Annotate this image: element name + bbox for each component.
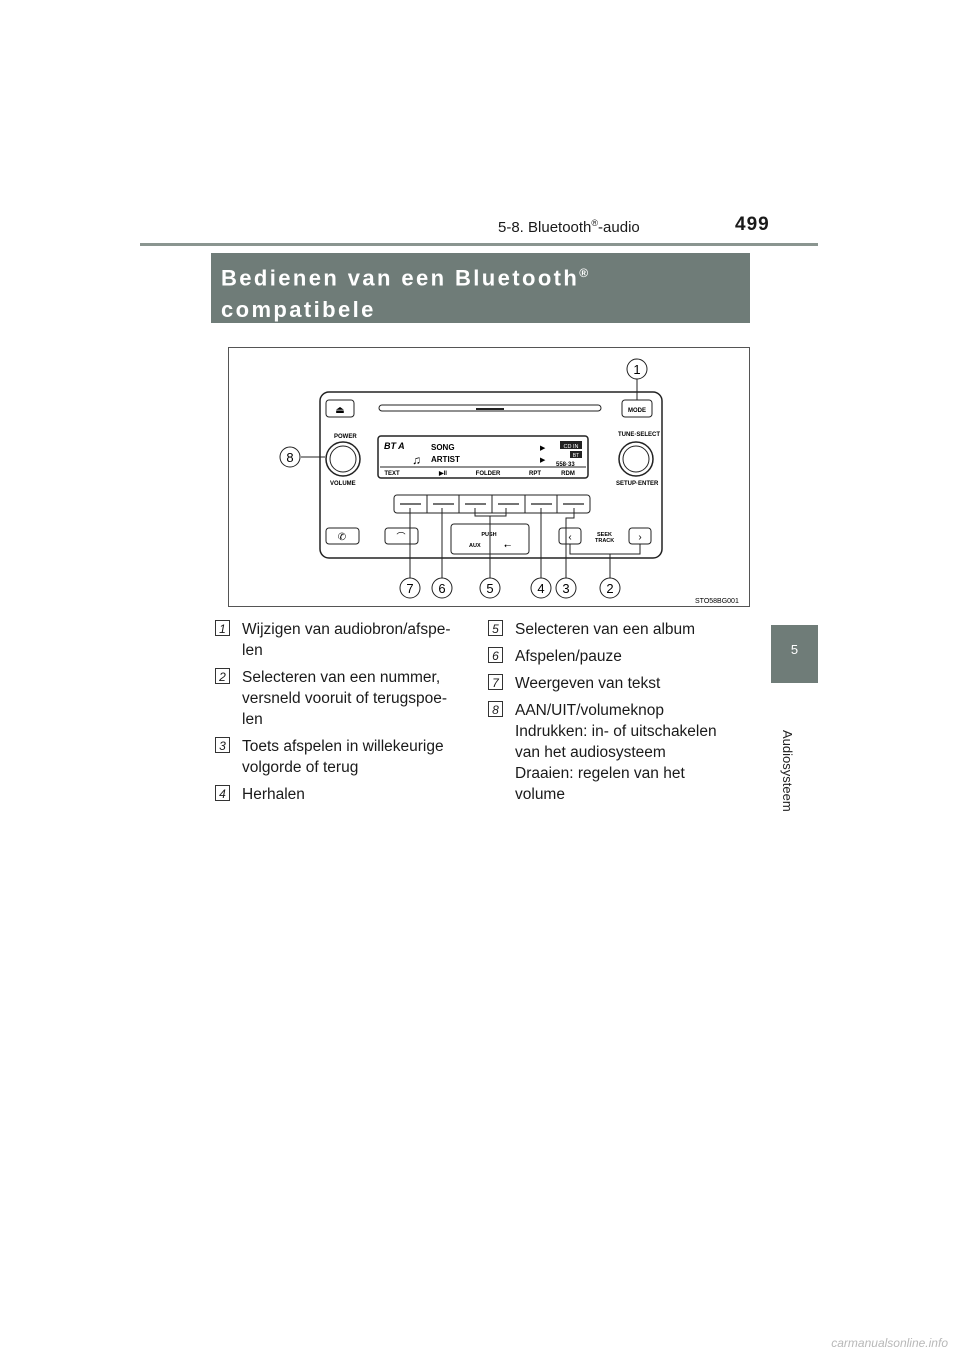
chevron-right-icon: › — [638, 532, 641, 543]
display-source: BT A — [384, 441, 405, 451]
legend-item: 6 Afspelen/pauze — [488, 646, 748, 667]
track-label: TRACK — [595, 538, 614, 544]
page-number: 499 — [735, 214, 770, 235]
push-label: PUSH — [481, 532, 496, 538]
image-code: STO58BG001 — [695, 598, 739, 605]
eject-icon: ⏏ — [335, 405, 344, 416]
bt-badge: BT — [573, 453, 579, 459]
volume-label: VOLUME — [330, 481, 356, 487]
callout-3: 3 — [562, 581, 569, 596]
folder-softkey: FOLDER — [476, 471, 501, 477]
setup-enter-label: SETUP·ENTER — [616, 481, 659, 487]
legend-item: 1 Wijzigen van audiobron/afspe-len — [215, 619, 475, 661]
legend-number: 5 — [488, 620, 503, 636]
svg-text:▶: ▶ — [540, 445, 546, 452]
play-softkey: ▶II — [438, 470, 447, 477]
mode-label: MODE — [628, 408, 646, 414]
callout-2: 2 — [606, 581, 613, 596]
header-rule — [140, 243, 818, 246]
aux-label: AUX — [469, 543, 481, 549]
watermark[interactable]: carmanualsonline.info — [831, 1336, 948, 1350]
display-artist: ARTIST — [431, 455, 460, 464]
legend-number: 6 — [488, 647, 503, 663]
legend-item: 4 Herhalen — [215, 784, 475, 805]
legend-item: 7 Weergeven van tekst — [488, 673, 748, 694]
hangup-icon: ⌒ — [396, 532, 405, 542]
chapter-tab[interactable]: 5 — [771, 625, 818, 683]
callout-8: 8 — [286, 450, 293, 465]
legend-right: 5 Selecteren van een album 6 Afspelen/pa… — [488, 619, 748, 811]
text-softkey: TEXT — [384, 471, 400, 477]
phone-icon: ✆ — [338, 532, 346, 543]
legend-item: 5 Selecteren van een album — [488, 619, 748, 640]
callout-6: 6 — [438, 581, 445, 596]
tune-select-label: TUNE·SELECT — [618, 432, 660, 438]
section-banner: Bedienen van een Bluetooth® compatibele … — [211, 253, 750, 354]
usb-icon: ⭠ — [504, 540, 511, 550]
legend-number: 4 — [215, 785, 230, 801]
chapter-label: Audiosysteem — [780, 730, 795, 812]
callout-4: 4 — [537, 581, 544, 596]
audio-unit-illustration: ⏏ MODE POWER VOLUME TUNE·SELECT SETUP·EN… — [279, 358, 739, 605]
note-icon: ♫ — [412, 453, 421, 467]
audio-unit-figure: ⏏ MODE POWER VOLUME TUNE·SELECT SETUP·EN… — [228, 347, 750, 607]
legend-number: 8 — [488, 701, 503, 717]
cd-in-badge: CD IN — [564, 444, 579, 450]
rpt-softkey: RPT — [529, 471, 541, 477]
callout-1: 1 — [633, 362, 640, 377]
legend-number: 1 — [215, 620, 230, 636]
display-song: SONG — [431, 443, 455, 452]
phone-answer-button — [325, 527, 360, 545]
callout-7: 7 — [406, 581, 413, 596]
power-label: POWER — [334, 434, 357, 440]
seek-label: SEEK — [597, 532, 612, 538]
display-clock: 558·33 — [556, 462, 575, 468]
chevron-left-icon: ‹ — [568, 532, 571, 543]
legend-number: 7 — [488, 674, 503, 690]
legend-number: 2 — [215, 668, 230, 684]
legend-item: 2 Selecteren van een nummer,versneld voo… — [215, 667, 475, 730]
legend-left: 1 Wijzigen van audiobron/afspe-len 2 Sel… — [215, 619, 475, 811]
section-title: 5-8. Bluetooth®-audio — [498, 218, 640, 236]
rdm-softkey: RDM — [561, 471, 575, 477]
legend-number: 3 — [215, 737, 230, 753]
eject-button — [325, 399, 355, 418]
callout-5: 5 — [486, 581, 493, 596]
svg-text:▶: ▶ — [540, 457, 546, 464]
